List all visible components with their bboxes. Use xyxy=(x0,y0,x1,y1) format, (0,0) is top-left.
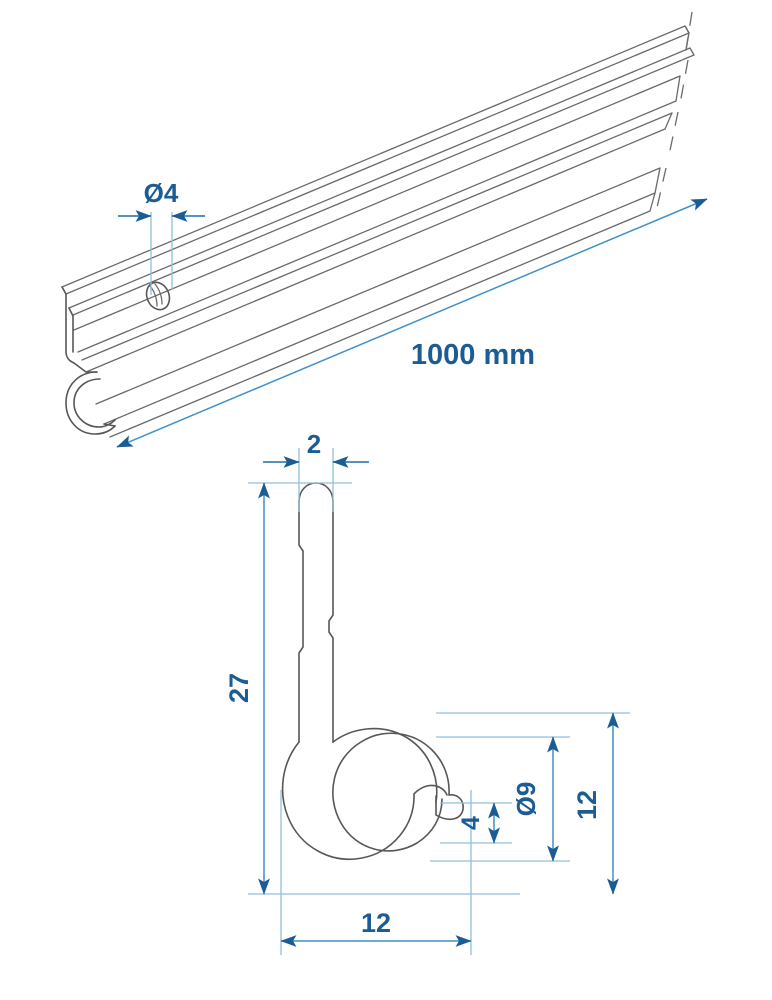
length-dim-line xyxy=(116,198,708,448)
label-overall-height: 27 xyxy=(224,673,254,703)
cross-section-view: 2 27 4 Ø9 12 xyxy=(224,429,630,955)
dimension-overall-length: 1000 mm xyxy=(116,198,708,448)
dimension-hook-width: 12 xyxy=(280,908,472,947)
label-hook-height: 12 xyxy=(572,790,602,820)
label-hole-diameter: Ø4 xyxy=(144,178,179,208)
dimension-wall-thickness: 2 xyxy=(263,429,369,468)
isometric-left-end-profile xyxy=(61,286,116,435)
isometric-right-end-caps xyxy=(649,32,695,212)
label-inner-diameter: Ø9 xyxy=(511,782,541,817)
dimension-gap-opening: 4 xyxy=(457,802,500,844)
dimension-overall-height: 27 xyxy=(224,482,270,895)
label-overall-length: 1000 mm xyxy=(411,339,535,371)
isometric-view: Ø4 1000 mm xyxy=(61,11,708,448)
label-wall-thickness: 2 xyxy=(307,429,321,459)
cross-section-profile-outline xyxy=(281,482,464,860)
label-hook-width: 12 xyxy=(361,908,391,938)
cross-section-extension-lines xyxy=(248,448,630,955)
label-gap-opening: 4 xyxy=(457,816,485,830)
dimension-inner-diameter: Ø9 xyxy=(511,736,559,862)
dimension-hook-height: 12 xyxy=(572,712,619,895)
